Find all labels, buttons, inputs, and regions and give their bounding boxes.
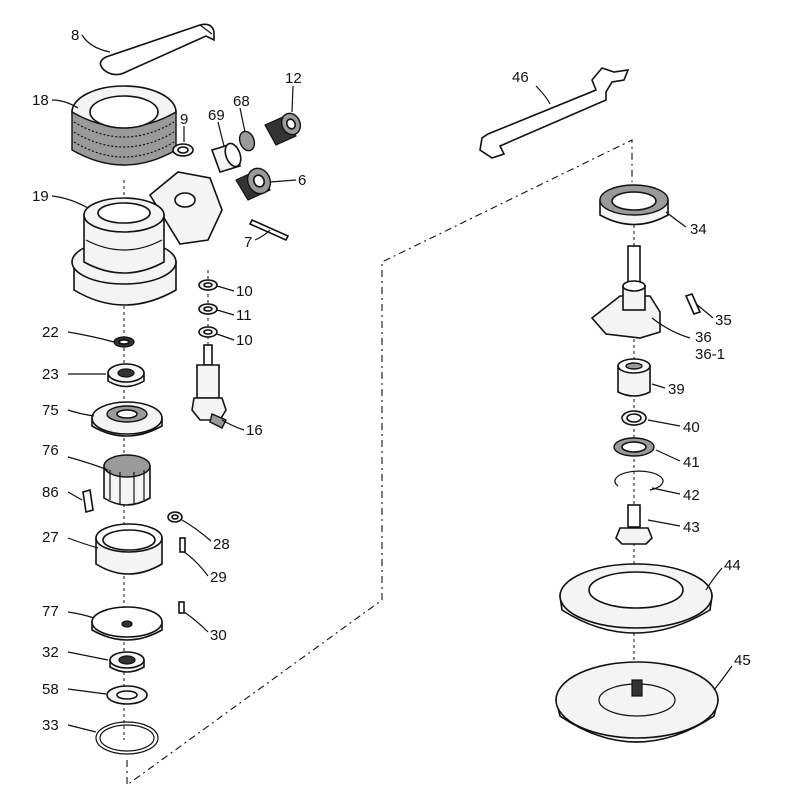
label-part-69: 69 <box>208 107 225 124</box>
label-part-40: 40 <box>683 419 700 436</box>
label-part-41: 41 <box>683 454 700 471</box>
part-16-valve <box>191 344 227 429</box>
part-6-exhaust-fitting <box>235 167 272 201</box>
label-part-68: 68 <box>233 93 250 110</box>
label-part-27: 27 <box>42 529 59 546</box>
label-part-45: 45 <box>734 652 751 669</box>
label-part-32: 32 <box>42 644 59 661</box>
label-part-19: 19 <box>32 188 49 205</box>
assembly-connector-line <box>126 139 633 787</box>
label-part-36-1: 36-1 <box>695 346 725 363</box>
part-45-backing-pad <box>554 661 720 743</box>
label-part-42: 42 <box>683 487 700 504</box>
label-part-12: 12 <box>285 70 302 87</box>
part-10-oring-lower <box>198 326 218 338</box>
label-part-11: 11 <box>236 307 252 324</box>
part-77-end-plate <box>91 606 163 641</box>
part-43-adapter <box>615 504 653 545</box>
part-8-lever <box>99 23 215 76</box>
part-23-bearing <box>107 363 145 388</box>
label-part-75: 75 <box>42 402 59 419</box>
label-part-18: 18 <box>32 92 49 109</box>
part-9-ring <box>172 143 194 157</box>
part-86-vane <box>82 488 94 514</box>
part-28-ring <box>167 511 183 523</box>
label-part-28: 28 <box>213 536 230 553</box>
label-part-58: 58 <box>42 681 59 698</box>
part-7-pin <box>248 218 290 242</box>
label-part-16: 16 <box>246 422 263 439</box>
label-part-34: 34 <box>690 221 707 238</box>
part-44-shroud <box>559 563 713 634</box>
part-42-snap-ring <box>614 470 664 491</box>
label-part-7: 7 <box>244 234 252 251</box>
part-30-pin <box>178 601 185 614</box>
part-35-key <box>684 293 702 315</box>
part-18-knurled-ring <box>71 85 177 166</box>
part-68-filter-screen <box>238 130 256 152</box>
label-part-39: 39 <box>668 381 685 398</box>
label-part-77: 77 <box>42 603 59 620</box>
label-part-10-lower: 10 <box>236 332 253 349</box>
part-36-spindle <box>590 245 661 339</box>
part-19-main-body <box>71 171 223 306</box>
label-part-35: 35 <box>715 312 732 329</box>
part-40-ring <box>621 410 647 426</box>
part-75-cap <box>91 401 163 437</box>
part-58-washer <box>106 685 148 705</box>
part-29-pin <box>179 537 186 553</box>
label-part-46: 46 <box>512 69 529 86</box>
label-part-43: 43 <box>683 519 700 536</box>
label-part-76: 76 <box>42 442 59 459</box>
part-labels: 8 18 9 69 68 12 6 19 7 10 11 10 22 23 75… <box>32 27 751 734</box>
part-69-muffler <box>210 142 242 173</box>
part-22-bearing <box>113 336 135 348</box>
label-part-8: 8 <box>71 27 79 44</box>
label-part-22: 22 <box>42 324 59 341</box>
label-part-86: 86 <box>42 484 59 501</box>
part-46-wrench <box>479 67 630 159</box>
label-part-44: 44 <box>724 557 741 574</box>
label-part-33: 33 <box>42 717 59 734</box>
label-part-6: 6 <box>298 172 306 189</box>
part-27-cylinder <box>95 523 163 575</box>
label-part-9: 9 <box>180 111 188 128</box>
part-11-oring <box>198 303 218 315</box>
label-part-23: 23 <box>42 366 59 383</box>
label-part-36: 36 <box>695 329 712 346</box>
leader-lines <box>51 34 733 733</box>
label-part-30: 30 <box>210 627 227 644</box>
part-39-bearing <box>617 358 651 397</box>
label-part-29: 29 <box>210 569 227 586</box>
part-33-oring <box>95 721 159 755</box>
part-12-air-inlet <box>264 112 302 146</box>
part-10-oring-upper <box>198 279 218 291</box>
part-34-seal <box>599 184 669 226</box>
label-part-10-upper: 10 <box>236 283 253 300</box>
part-32-bearing <box>109 651 145 673</box>
part-76-rotor <box>103 454 151 506</box>
part-41-washer <box>613 437 655 457</box>
